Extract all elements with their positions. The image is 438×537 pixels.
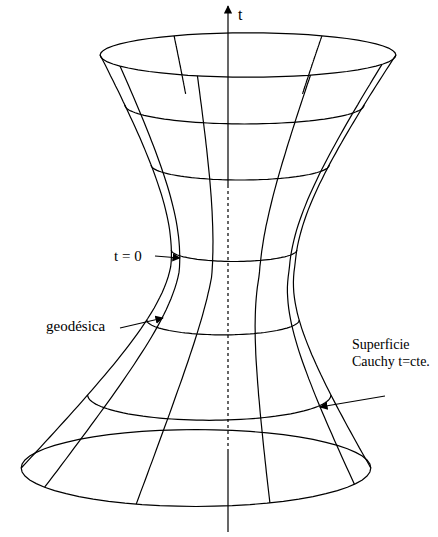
leader-arrow	[320, 396, 385, 407]
callout-label: t = 0	[114, 248, 142, 265]
surface-line	[303, 36, 322, 94]
time-axis-hidden	[227, 185, 228, 452]
surface-line	[174, 36, 186, 94]
axis-label: t	[238, 6, 242, 23]
time-axis	[227, 452, 228, 532]
surface-line	[147, 320, 299, 335]
surface-line	[125, 105, 364, 124]
surface-line	[287, 64, 382, 484]
callout-label: geodésica	[46, 318, 105, 335]
surface-line	[100, 33, 396, 77]
leader-arrow	[155, 256, 180, 258]
surface-line	[88, 395, 331, 420]
callout-label: Superficie Cauchy t=cte.	[352, 336, 434, 370]
time-axis	[227, 6, 228, 185]
surface-line	[136, 76, 213, 504]
leader-arrow	[120, 318, 163, 328]
surface-line	[45, 66, 180, 487]
surface-line	[255, 75, 310, 503]
surface-line	[293, 55, 396, 468]
surface-line	[171, 250, 296, 262]
surface-line	[151, 165, 329, 180]
surface-line	[21, 55, 171, 468]
surface-line	[21, 430, 371, 507]
